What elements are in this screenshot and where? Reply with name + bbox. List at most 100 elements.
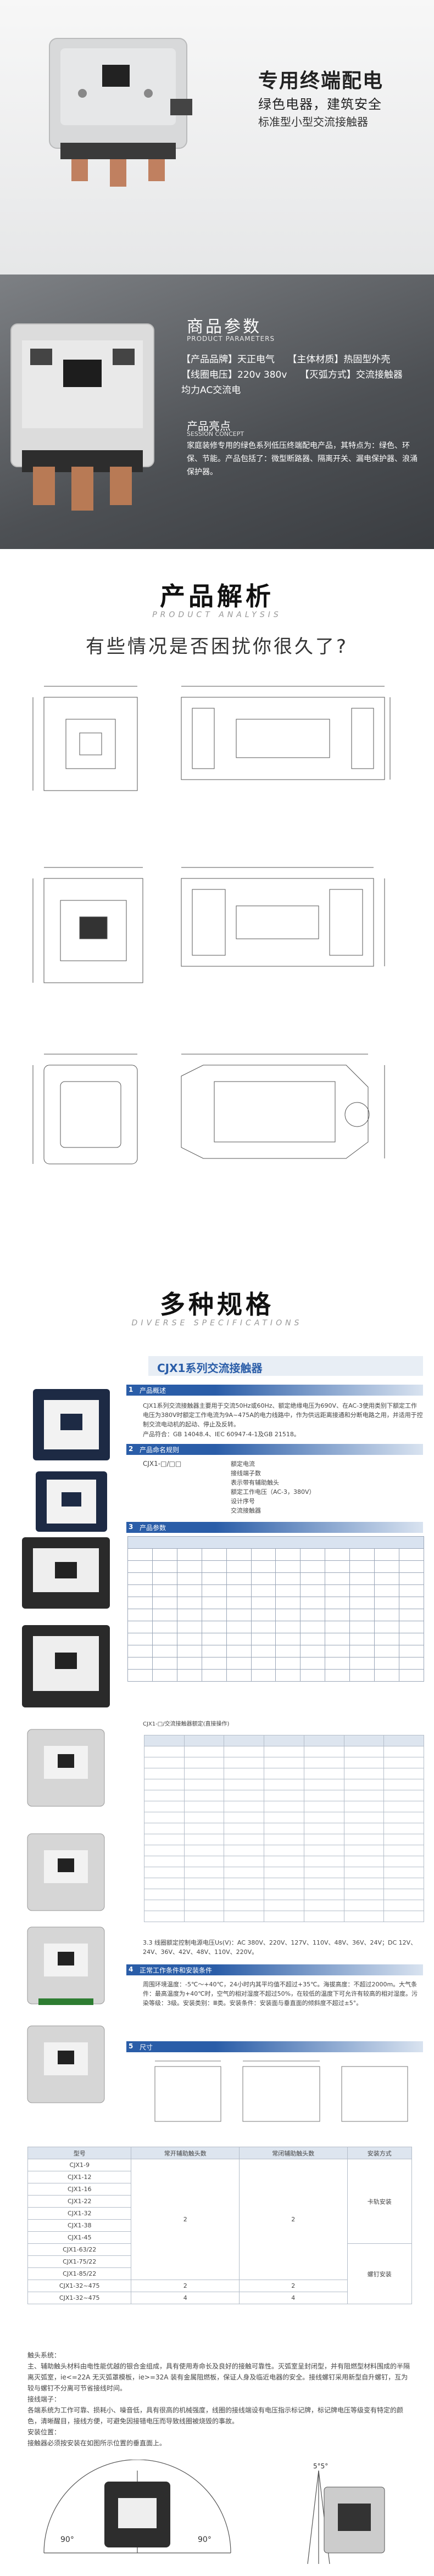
param-current: 均力AC交流电 [181,385,241,396]
table-row: CJX1-32~475 4 4 [27,2292,412,2304]
install-tilt-diagram: 5°5° [307,2462,385,2564]
params-title-en: PRODUCT PARAMETERS [187,335,275,343]
naming-model: CJX1-□/□□ [143,1460,182,1468]
analysis-question: 有些情况是否困扰你很久了? [85,636,349,658]
naming-item: 交流接触器 [231,1507,261,1514]
table-cell: CJX1-75/22 [27,2255,132,2268]
overview-standard: 产品符合：GB 14048.4、IEC 60947-4-1及GB 21518。 [143,1431,300,1438]
table-cell: 螺钉安装 [347,2243,413,2304]
selling-text: 家庭装修专用的绿色系列低压终端配电产品，其特点为：绿色、环保、节能。产品包括了：… [187,441,418,477]
notes-line: 主、辅助触头材料由电性能优越的银合金组成，具有使用寿命长及良好的接触可靠性。灭弧… [27,2362,410,2392]
naming-item: 额定工作电压（AC-3，380V） [231,1488,315,1496]
table-row: CJX1-63/22 螺钉安装 [27,2243,413,2304]
hero-subtitle: 绿色电器，建筑安全 [258,97,382,112]
table-cell: CJX1-38 [27,2219,132,2232]
hero-subtitle-2: 标准型小型交流接触器 [258,115,368,128]
table-cell: CJX1-32~475 [27,2292,132,2304]
notes-line: 安装位置： [27,2428,61,2436]
analysis-title: 产品解析 [160,581,274,611]
naming-item: 表示带有辅助触头 [231,1479,279,1486]
series-bar [148,1356,423,1376]
param-brand: 【产品品牌】天正电气 [181,354,275,365]
product-photo-6 [27,1833,105,1911]
section-label: 产品命名规则 [140,1446,180,1454]
section-label: 尺寸 [140,2043,153,2051]
table-cell: CJX1-9 [27,2159,132,2171]
section-label: 产品参数 [140,1524,166,1532]
selling-title-en: SESSION CONCEPT [187,430,244,438]
table-cell: 2 [239,2280,348,2292]
product-photo-1 [33,1389,110,1460]
product-photo-2 [36,1471,107,1532]
tilt-label: 5°5° [313,2462,328,2470]
table-cell: 2 [239,2159,348,2280]
section-number: 4 [129,1965,133,1973]
param-table-a [127,1536,425,1682]
dimension-drawing-1 [32,686,391,791]
dimension-drawing-3 [32,1054,385,1164]
aux-contact-table: 型号 常开辅助触头数 常闭辅助触头数 安装方式 CJX1-9 2 2 卡轨安装 … [27,2147,413,2304]
contactor-photo-bottom [10,323,154,511]
table-b-title: CJX1-□/交流接触器额定(直接操作) [143,1721,230,1727]
hero-section: 专用终端配电 绿色电器，建筑安全 标准型小型交流接触器 商品参数 PRODUCT… [0,0,434,549]
table-row: CJX1-16 [27,2183,412,2196]
table-cell: CJX1-85/22 [27,2267,132,2280]
section-number: 3 [129,1523,133,1531]
table-cell: 卡轨安装 [347,2159,413,2244]
section-bar-2: 2 产品命名规则 [126,1444,423,1455]
naming-item: 接线端子数 [231,1470,261,1477]
dimension-drawing-2 [32,867,385,983]
notes-block: 触头系统： 主、辅助触头材料由电性能优越的银合金组成，具有使用寿命长及良好的接触… [27,2350,412,2449]
table-header: 安装方式 [347,2147,413,2159]
angle-label-left: 90° [60,2535,74,2544]
table-cell: CJX1-16 [27,2183,132,2196]
install-angle-diagram: 90° 90° [43,2460,231,2553]
table-header [127,1536,424,1549]
table-cell: CJX1-32~475 [27,2280,132,2292]
section-bar-4: 4 正常工作条件和安装条件 [126,1964,423,1975]
coil-voltage-text: 3.3 线圈额定控制电源电压Us(V)：AC 380V、220V、127V、11… [143,1939,417,1956]
table-cell: 2 [131,2159,240,2280]
overview-text: CJX1系列交流接触器主要用于交流50Hz或60Hz、额定绝缘电压为690V、在… [143,1402,423,1428]
table-row: CJX1-32~475 2 2 [27,2280,412,2292]
param-voltage: 【线圈电压】220v 380v [181,369,287,380]
section-bar-1: 1 产品概述 [126,1385,423,1396]
conditions-text: 周围环境温度：-5℃～+40℃，24小时内其平均值不超过+35℃。海拔高度：不超… [143,1981,418,2007]
table-row: CJX1-85/22 [27,2267,412,2280]
param-arc: 【灭弧方式】交流接触器 [299,369,403,380]
param-table-b [144,1735,424,1922]
notes-line: 接触器必须按安装在如图所示位置的垂直面上。 [27,2439,166,2447]
hero-title: 专用终端配电 [258,70,384,92]
table-cell: CJX1-45 [27,2231,132,2244]
table-cell: CJX1-12 [27,2171,132,2183]
section-number: 5 [129,2042,133,2050]
table-cell: CJX1-22 [27,2195,132,2208]
table-header: 常开辅助触头数 [131,2147,240,2159]
specs-title-en: DIVERSE SPECIFICATIONS [131,1319,303,1328]
specs-title: 多种规格 [160,1290,274,1319]
notes-line: 各端系统为工作可靠、损耗小、噪音低，具有很高的机械强度，线圈的接线端设有电压指示… [27,2406,404,2425]
product-photo-3 [22,1537,110,1609]
section-number: 1 [129,1386,133,1393]
table-cell: 2 [131,2280,240,2292]
param-material: 【主体材质】热固型外壳 [287,354,391,365]
product-photo-8 [27,2025,105,2103]
specs-section: 多种规格 DIVERSE SPECIFICATIONS CJX1系列交流接触器 [0,1274,434,2576]
section-bar-5: 5 尺寸 [126,2041,423,2052]
section-number: 2 [129,1445,133,1453]
angle-label-right: 90° [198,2535,212,2544]
analysis-title-en: PRODUCT ANALYSIS [152,611,282,619]
section-label: 产品概述 [140,1387,166,1395]
section-bar-3: 3 产品参数 [126,1522,423,1533]
analysis-section: 产品解析 PRODUCT ANALYSIS 有些情况是否困扰你很久了? [0,549,434,1274]
contactor-photo-top [49,38,192,187]
selling-title: 产品亮点 [187,419,231,433]
table-cell: CJX1-32 [27,2207,132,2220]
table-cell: 4 [131,2292,240,2304]
notes-line: 接线端子： [27,2395,61,2403]
table-header: 型号 [27,2147,132,2159]
naming-item: 额定电流 [231,1460,255,1468]
params-row: 【线圈电压】220v 380v 【灭弧方式】交流接触器 [181,367,413,380]
table-row: CJX1-75/22 [27,2255,412,2268]
